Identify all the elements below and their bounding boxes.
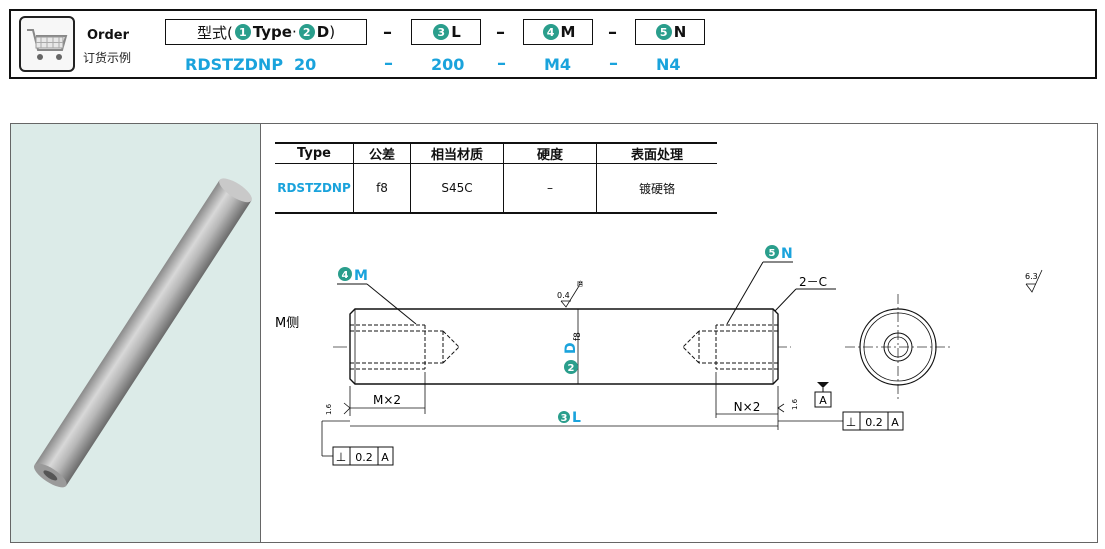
chamfer-note: 2－C: [799, 275, 827, 289]
surface-top-note: 磨: [577, 280, 583, 288]
spec-header-type: Type: [275, 142, 354, 164]
header-l-box: 3 L: [411, 19, 481, 45]
badge-l-number: 3: [561, 413, 568, 424]
spec-header-hardness: 硬度: [503, 142, 597, 164]
spec-data-row: RDSTZDNP f8 S45C – 镀硬铬: [275, 163, 717, 214]
header-dash-2: –: [496, 21, 505, 43]
header-n-box: 5 N: [635, 19, 705, 45]
datum-triangle: [817, 382, 829, 388]
header-m-word: M: [560, 23, 576, 41]
surface-mark-right: [1025, 269, 1043, 293]
header-type-d-box: 型式( 1 Type · 2 D ): [165, 19, 367, 45]
m-side-label: M侧: [275, 316, 299, 331]
header-l-word: L: [451, 23, 461, 41]
product-photo: [11, 124, 261, 542]
header-dash-1: –: [383, 21, 392, 43]
badge-3: 3: [433, 24, 450, 40]
spec-header-surface: 表面处理: [596, 142, 717, 164]
rough-right-mark: [777, 403, 785, 413]
spec-cell-tolerance: f8: [353, 163, 411, 214]
badge-2: 2: [298, 24, 315, 40]
surface-mark-top: [560, 285, 580, 308]
rough-right-value: 1.6: [791, 398, 799, 410]
perp-datum-right: A: [891, 416, 899, 429]
m-callout-label: M: [354, 268, 368, 284]
badge-n-circle: [765, 245, 779, 259]
value-dash-1: –: [384, 53, 393, 74]
value-m: M4: [544, 55, 572, 74]
badge-d-circle: [564, 360, 578, 374]
perp-symbol-left: ⊥: [336, 450, 346, 464]
badge-5: 5: [655, 24, 672, 40]
spec-cell-surface: 镀硬铬: [596, 163, 717, 214]
badge-m-number: 4: [342, 270, 349, 281]
end-view: [845, 294, 951, 400]
header-dash-3: –: [608, 21, 617, 43]
header-type-prefix: 型式(: [196, 23, 233, 42]
header-sep: ·: [291, 23, 297, 41]
order-panel: Order 订货示例 型式( 1 Type · 2 D ) – 3 L – 4 …: [9, 9, 1097, 79]
surface-top-value: 0.4: [557, 291, 570, 300]
value-dash-3: –: [609, 53, 618, 74]
product-panel: Type 公差 相当材质 硬度 表面处理 RDSTZDNP f8 S45C – …: [10, 123, 1098, 543]
badge-l-circle: [558, 411, 570, 423]
perp-value-right: 0.2: [865, 416, 883, 429]
spec-header-tolerance: 公差: [353, 142, 411, 164]
badge-1: 1: [234, 24, 251, 40]
dim-n-label: N×2: [734, 400, 761, 414]
technical-drawing: M侧 4 M 5 N 2－C 0.4 磨 2 D f8 M×2: [275, 245, 1043, 466]
d-dim-label: D: [563, 342, 579, 354]
value-n: N4: [656, 55, 681, 74]
surface-right-value: 6.3: [1025, 272, 1038, 281]
header-n-word: N: [673, 23, 687, 41]
datum-a-label: A: [819, 394, 827, 407]
header-d-word: D: [316, 23, 330, 41]
dim-m-label: M×2: [373, 393, 401, 407]
rough-left-value: 1.6: [325, 403, 333, 415]
spec-header-row: Type 公差 相当材质 硬度 表面处理: [275, 142, 717, 164]
spec-cell-material: S45C: [410, 163, 504, 214]
dim-l-label: L: [572, 410, 581, 426]
order-subtitle: 订货示例: [83, 51, 132, 65]
header-type-word: Type: [252, 23, 292, 41]
perp-value-left: 0.2: [355, 451, 373, 464]
badge-d-number: 2: [568, 363, 575, 374]
spec-header-material: 相当材质: [410, 142, 504, 164]
spec-cell-hardness: –: [503, 163, 597, 214]
value-l: 200: [431, 55, 465, 74]
header-close: ): [329, 23, 336, 41]
value-dash-2: –: [497, 53, 506, 74]
value-type: RDSTZDNP: [185, 55, 284, 74]
badge-4: 4: [542, 24, 559, 40]
perp-symbol-right: ⊥: [846, 415, 856, 429]
perp-datum-left: A: [381, 451, 389, 464]
n-callout-label: N: [781, 246, 793, 262]
spec-cell-type: RDSTZDNP: [275, 163, 354, 214]
d-dim-tolerance: f8: [573, 332, 583, 341]
rough-left-mark: [343, 402, 351, 415]
order-title: Order: [87, 28, 129, 43]
value-d: 20: [294, 55, 317, 74]
spec-table: Type 公差 相当材质 硬度 表面处理 RDSTZDNP f8 S45C – …: [275, 142, 717, 214]
datum-a-box: [814, 391, 832, 408]
badge-m-circle: [338, 267, 352, 281]
shopping-cart-icon: [19, 16, 75, 72]
badge-n-number: 5: [769, 248, 776, 259]
header-m-box: 4 M: [523, 19, 593, 45]
